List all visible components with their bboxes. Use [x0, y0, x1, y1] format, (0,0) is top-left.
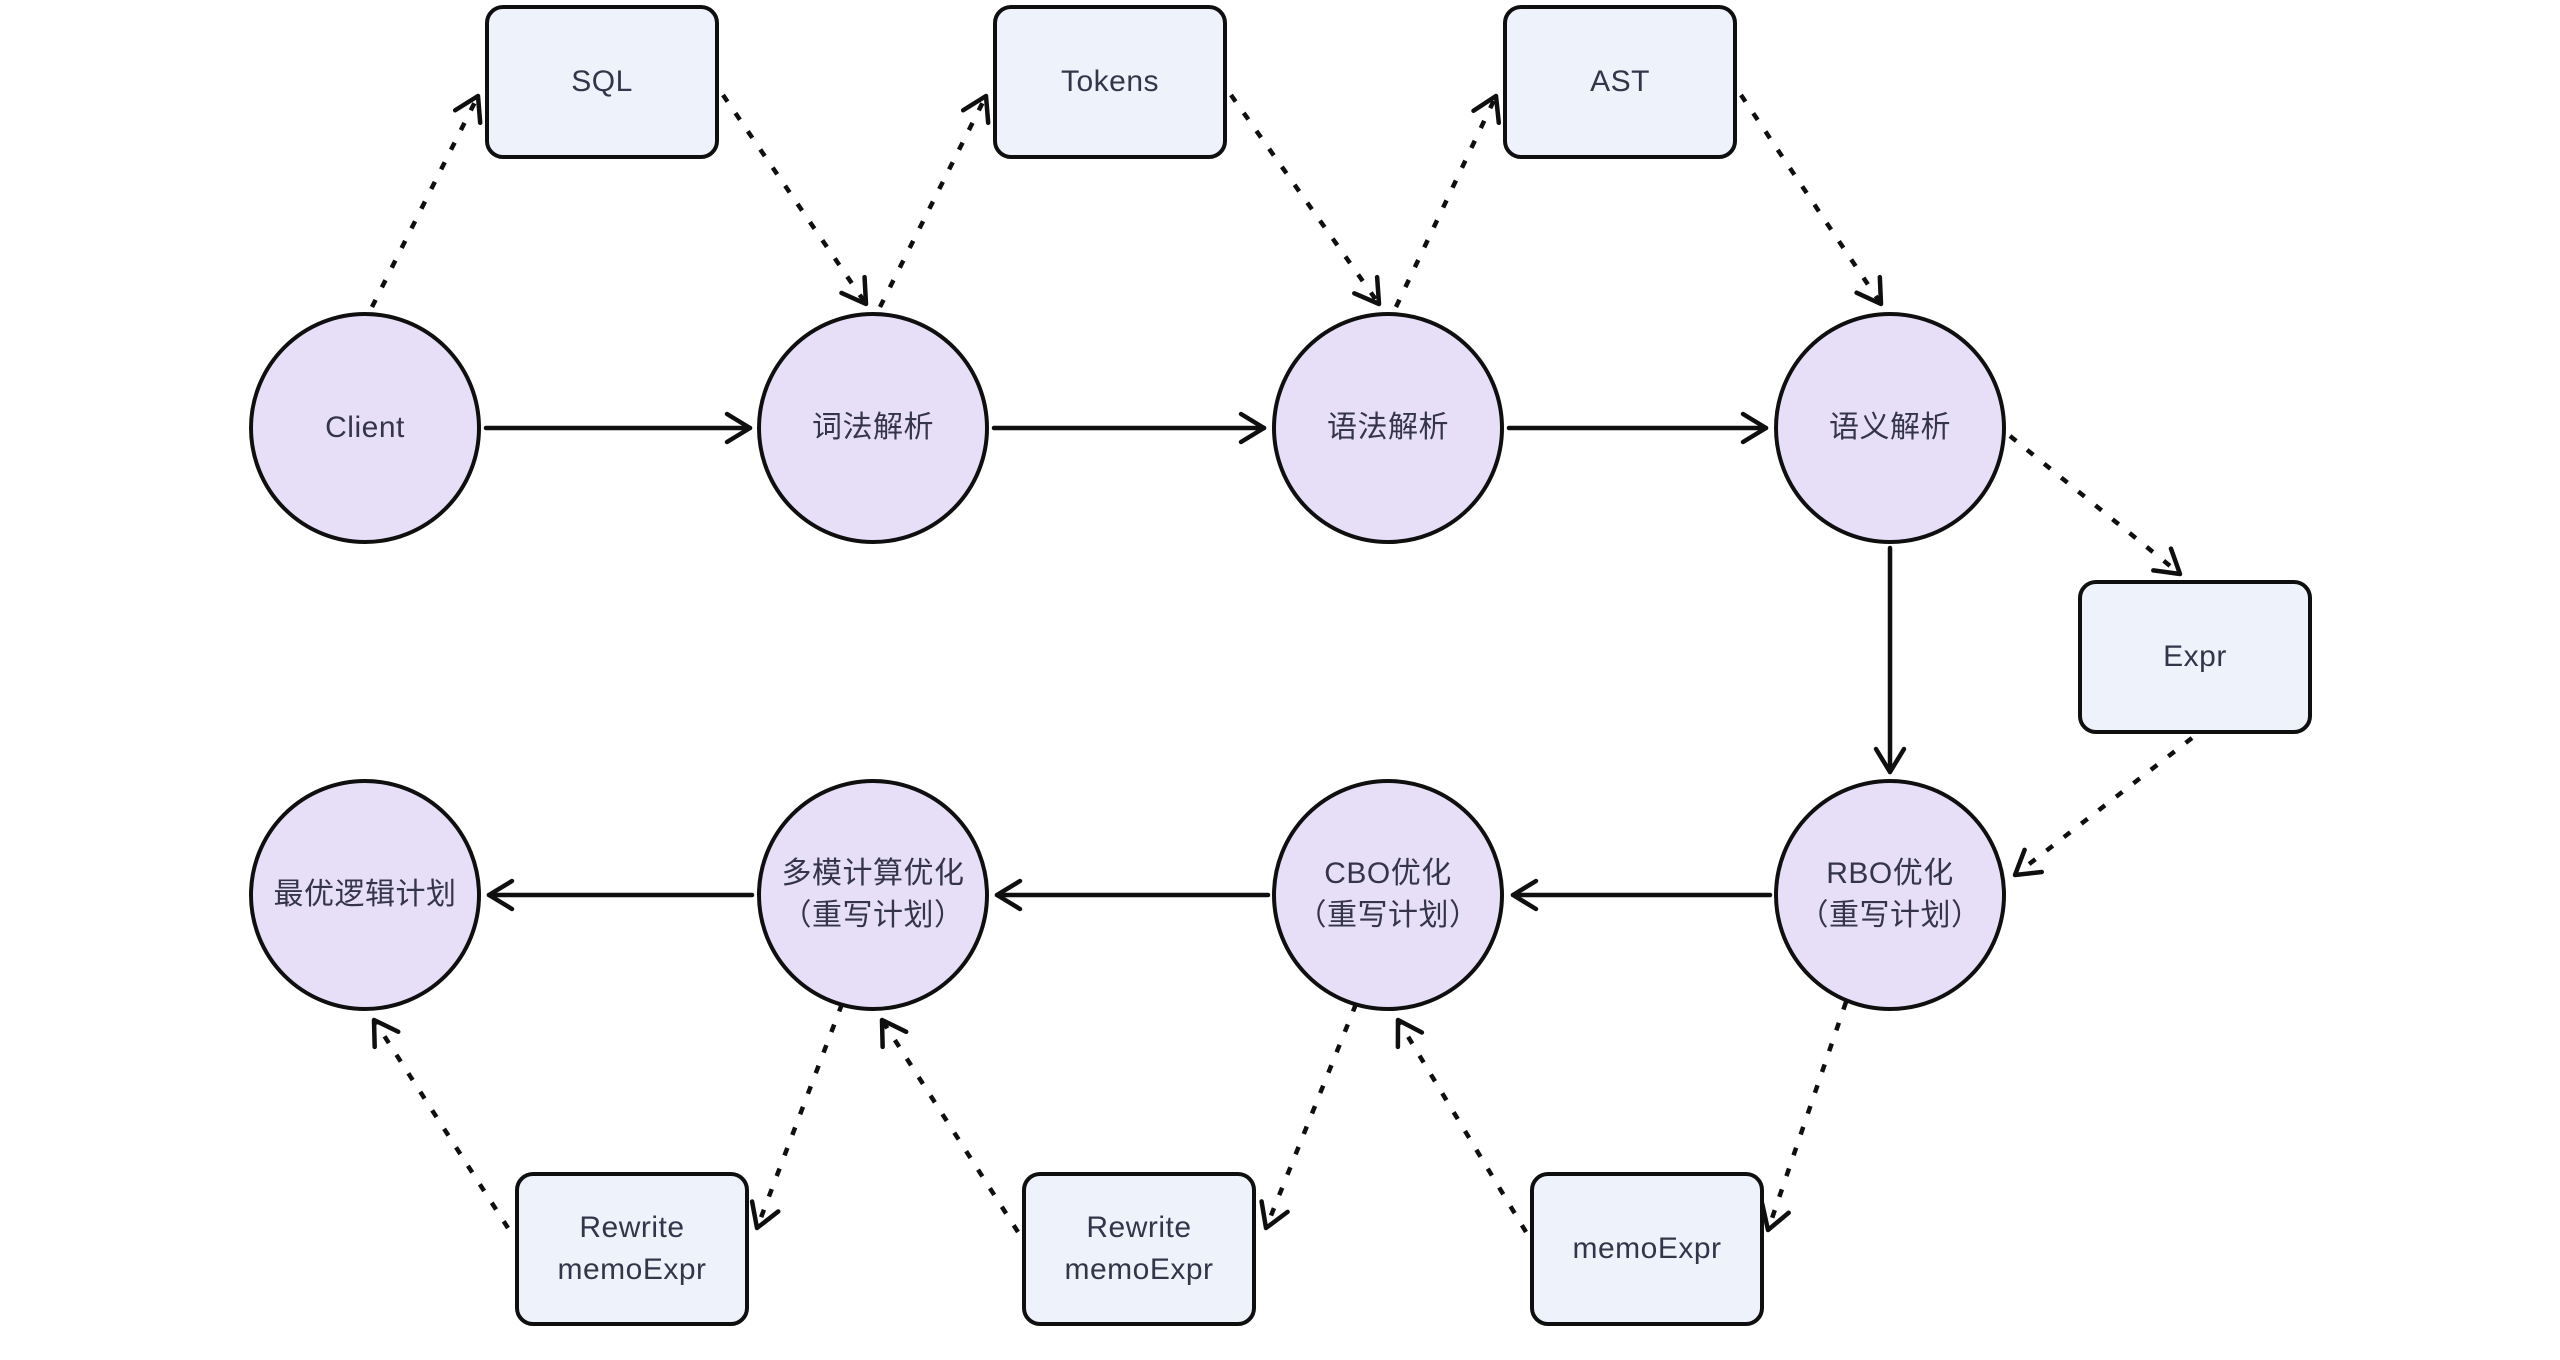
- edge-rbo-to-memoexpr: [1759, 1001, 1849, 1233]
- edge-syntax-to-ast: [1393, 93, 1502, 308]
- edge-rewrite-memo-left-to-optimal: [371, 1017, 510, 1230]
- node-cbo-optimization: CBO优化 （重写计划）: [1272, 779, 1504, 1011]
- node-lexical-analysis: 词法解析: [757, 312, 989, 544]
- edge-semantic-to-expr: [2008, 434, 2183, 577]
- edge-lexical-to-tokens: [877, 93, 991, 309]
- node-tokens: Tokens: [993, 5, 1227, 159]
- edge-multimodal-to-rewrite-memo-left: [749, 1003, 845, 1231]
- node-rewrite-memoexpr-left: Rewrite memoExpr: [515, 1172, 749, 1326]
- node-client: Client: [249, 312, 481, 544]
- edge-expr-to-rbo: [2012, 736, 2194, 878]
- node-cbo-optimization-label: CBO优化 （重写计划）: [1296, 857, 1480, 932]
- node-memoexpr-label: memoExpr: [1572, 1232, 1722, 1265]
- node-sql: SQL: [485, 5, 719, 159]
- edge-rewrite-memo-mid-to-multimodal: [879, 1017, 1020, 1234]
- edge-memoexpr-to-cbo: [1395, 1017, 1528, 1234]
- edge-ast-to-semantic: [1739, 93, 1884, 307]
- node-rewrite-memoexpr-mid-label: Rewrite memoExpr: [1064, 1211, 1214, 1286]
- node-multimodal-compute-optimization: 多模计算优化 （重写计划）: [757, 779, 989, 1011]
- edge-cbo-to-rewrite-memo-mid: [1259, 1003, 1359, 1231]
- node-optimal-logical-plan: 最优逻辑计划: [249, 779, 481, 1011]
- node-syntax-analysis: 语法解析: [1272, 312, 1504, 544]
- node-expr-label: Expr: [2163, 640, 2227, 673]
- node-ast: AST: [1503, 5, 1737, 159]
- node-optimal-logical-plan-label: 最优逻辑计划: [273, 878, 457, 911]
- node-memoexpr: memoExpr: [1530, 1172, 1764, 1326]
- node-rbo-optimization: RBO优化 （重写计划）: [1774, 779, 2006, 1011]
- node-semantic-analysis: 语义解析: [1774, 312, 2006, 544]
- node-ast-label: AST: [1590, 65, 1650, 98]
- node-rewrite-memoexpr-left-label: Rewrite memoExpr: [557, 1211, 707, 1286]
- node-lexical-analysis-label: 词法解析: [812, 411, 934, 444]
- node-syntax-analysis-label: 语法解析: [1327, 411, 1449, 444]
- node-rbo-optimization-label: RBO优化 （重写计划）: [1798, 857, 1982, 932]
- node-rewrite-memoexpr-mid: Rewrite memoExpr: [1022, 1172, 1256, 1326]
- node-multimodal-compute-optimization-label: 多模计算优化 （重写计划）: [781, 857, 965, 932]
- node-semantic-analysis-label: 语义解析: [1829, 411, 1951, 444]
- node-sql-label: SQL: [571, 65, 633, 98]
- node-expr: Expr: [2078, 580, 2312, 734]
- edge-tokens-to-syntax: [1229, 93, 1382, 307]
- node-client-label: Client: [325, 411, 405, 444]
- edge-client-to-sql: [369, 93, 483, 309]
- edge-sql-to-lexical: [721, 93, 869, 307]
- node-tokens-label: Tokens: [1060, 65, 1160, 98]
